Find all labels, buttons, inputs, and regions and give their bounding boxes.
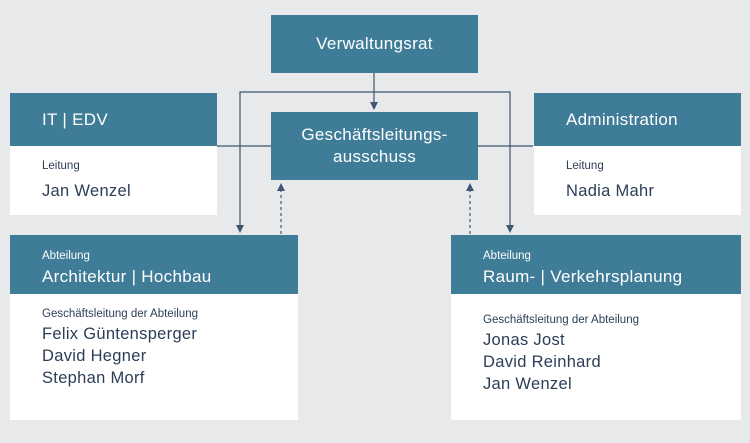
dept-left-member: David Hegner	[42, 347, 147, 365]
it-role-label: Leitung	[42, 160, 80, 172]
dept-left-member-list: Felix Güntensperger David Hegner Stephan…	[42, 323, 298, 389]
dept-right-role-label: Geschäftsleitung der Abteilung	[483, 314, 639, 326]
board-label: Verwaltungsrat	[316, 34, 433, 53]
dept-right-member-list: Jonas Jost David Reinhard Jan Wenzel	[483, 329, 741, 395]
it-body: Leitung Jan Wenzel	[10, 146, 217, 215]
dept-right-member: Jonas Jost	[483, 331, 565, 349]
dept-right-title: Raum- | Verkehrsplanung	[483, 267, 683, 286]
dept-left-box: Abteilung Architektur | Hochbau Geschäft…	[10, 235, 298, 420]
committee-box: Geschäftsleitungs- ausschuss	[271, 112, 478, 180]
dept-right-member: David Reinhard	[483, 353, 601, 371]
dept-right-header: Abteilung Raum- | Verkehrsplanung	[451, 235, 741, 294]
it-header: IT | EDV	[10, 93, 217, 146]
dept-left-role-label: Geschäftsleitung der Abteilung	[42, 308, 198, 320]
dept-right-kicker: Abteilung	[483, 250, 531, 262]
dept-left-body: Geschäftsleitung der Abteilung Felix Gün…	[10, 294, 298, 420]
dept-right-box: Abteilung Raum- | Verkehrsplanung Geschä…	[451, 235, 741, 420]
it-title: IT | EDV	[42, 109, 109, 129]
committee-label-line2: ausschuss	[332, 147, 417, 166]
connector-board-dept-left	[236, 91, 374, 233]
dept-left-kicker: Abteilung	[42, 250, 90, 262]
dept-right-member: Jan Wenzel	[483, 375, 572, 393]
dept-left-member: Felix Güntensperger	[42, 325, 198, 343]
it-person-name: Jan Wenzel	[42, 182, 131, 200]
dept-left-header: Abteilung Architektur | Hochbau	[10, 235, 298, 294]
dept-left-title: Architektur | Hochbau	[42, 267, 212, 286]
admin-box: Administration Leitung Nadia Mahr	[534, 93, 741, 215]
admin-role-label: Leitung	[566, 160, 604, 172]
committee-label-line1: Geschäftsleitungs-	[301, 125, 448, 144]
it-box: IT | EDV Leitung Jan Wenzel	[10, 93, 217, 215]
admin-title: Administration	[566, 109, 678, 129]
connector-board-dept-right	[374, 91, 514, 233]
board-box: Verwaltungsrat	[271, 15, 478, 73]
admin-body: Leitung Nadia Mahr	[534, 146, 741, 215]
dept-left-member: Stephan Morf	[42, 369, 145, 387]
admin-header: Administration	[534, 93, 741, 146]
admin-person-name: Nadia Mahr	[566, 182, 655, 200]
dept-right-body: Geschäftsleitung der Abteilung Jonas Jos…	[451, 294, 741, 420]
